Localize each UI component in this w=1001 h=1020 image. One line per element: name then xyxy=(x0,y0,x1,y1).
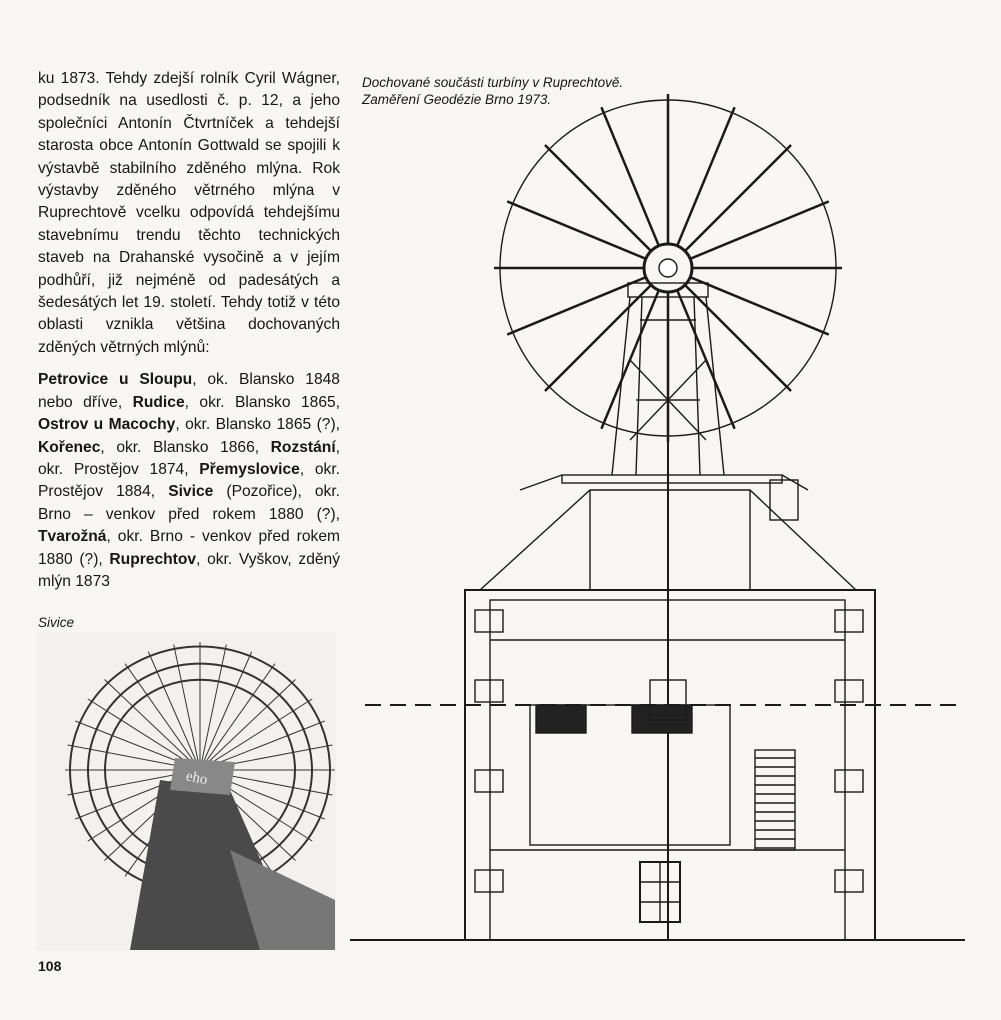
chimney xyxy=(769,479,799,521)
photo-wheel-spoke xyxy=(124,663,201,771)
photo-wheel-spoke xyxy=(173,644,201,771)
photo-wheel-spoke xyxy=(147,651,201,771)
sivice-photo: eho xyxy=(36,632,336,950)
mill-building xyxy=(464,589,876,941)
paragraph-intro: ku 1873. Tehdy zdejší rolník Cyril Wágne… xyxy=(38,70,340,356)
drawing-caption-line2: Zaměření Geodézie Brno 1973. xyxy=(362,92,552,107)
wheel-sail xyxy=(600,106,660,247)
mill-name: Ruprechtov xyxy=(109,550,197,568)
mill-detail: (Pozořice), okr. Brno – venkov před roke… xyxy=(38,483,340,523)
wall-window xyxy=(474,609,504,633)
tower-frame xyxy=(611,292,725,940)
page-number: 108 xyxy=(38,958,62,974)
mill-name: Rozstání xyxy=(270,438,336,456)
wheel-sail xyxy=(544,284,652,392)
mill-detail: , okr. Prostějov 1874, xyxy=(38,438,340,478)
photo-wheel-spoke xyxy=(199,644,227,771)
mill-detail: , okr. Prostějov 1884, xyxy=(38,460,340,501)
mill-name: Kořenec xyxy=(38,438,101,456)
photo-wheel-spoke xyxy=(199,698,313,771)
wheel-sail xyxy=(689,200,830,260)
mill-detail: , okr. Vyškov, zděný mlýn 1873 xyxy=(38,550,341,590)
wheel-sail xyxy=(544,144,652,252)
photo-sign xyxy=(170,758,235,795)
wheel-axle xyxy=(658,258,678,278)
gallery-platform xyxy=(561,474,783,484)
mill-name: Rudice xyxy=(132,393,185,411)
wheel-sail xyxy=(676,106,736,247)
wheel-sail xyxy=(676,289,736,430)
photo-wheel-spoke xyxy=(199,679,296,771)
photo-sign-text: eho xyxy=(184,768,209,788)
photo-wheel-spoke xyxy=(87,698,201,771)
wheel-sail xyxy=(689,276,830,336)
wheel-sail xyxy=(684,284,792,392)
wheel-sail xyxy=(684,144,792,252)
stairs xyxy=(754,749,796,851)
wheel-sail xyxy=(506,200,647,260)
mill-name: Sivice xyxy=(168,483,214,501)
photo-wheel-spoke xyxy=(199,663,276,771)
photo-wheel-spoke xyxy=(199,651,253,771)
mill-name: Přemyslovice xyxy=(199,460,300,478)
wheel-sail xyxy=(600,289,660,430)
mill-detail: , ok. Blansko 1848 nebo dříve, xyxy=(38,371,340,411)
photo-wheel-spoke xyxy=(104,679,201,771)
mill-detail: , okr. Blansko 1866, xyxy=(100,438,271,456)
photo-roof xyxy=(230,850,335,950)
gearbox xyxy=(649,679,687,721)
mill-name: Ostrov u Macochy xyxy=(38,416,176,434)
mill-drawing xyxy=(350,94,965,941)
body-text-column: ku 1873. Tehdy zdejší rolník Cyril Wágne… xyxy=(38,68,340,603)
mill-name: Tvarožná xyxy=(38,528,107,546)
mill-detail: , okr. Brno - venkov před rokem 1880 (?)… xyxy=(38,528,340,568)
mill-detail: , okr. Blansko 1865 (?), xyxy=(175,416,340,434)
wheel-sail xyxy=(506,276,647,336)
mill-detail: , okr. Blansko 1865, xyxy=(184,393,340,411)
mill-list: Petrovice u Sloupu, ok. Blansko 1848 neb… xyxy=(38,369,340,593)
photo-caption: Sivice xyxy=(38,615,75,630)
mill-name: Petrovice u Sloupu xyxy=(38,371,193,389)
drawing-caption-line1: Dochované součásti turbíny v Ruprechtově… xyxy=(362,75,624,90)
